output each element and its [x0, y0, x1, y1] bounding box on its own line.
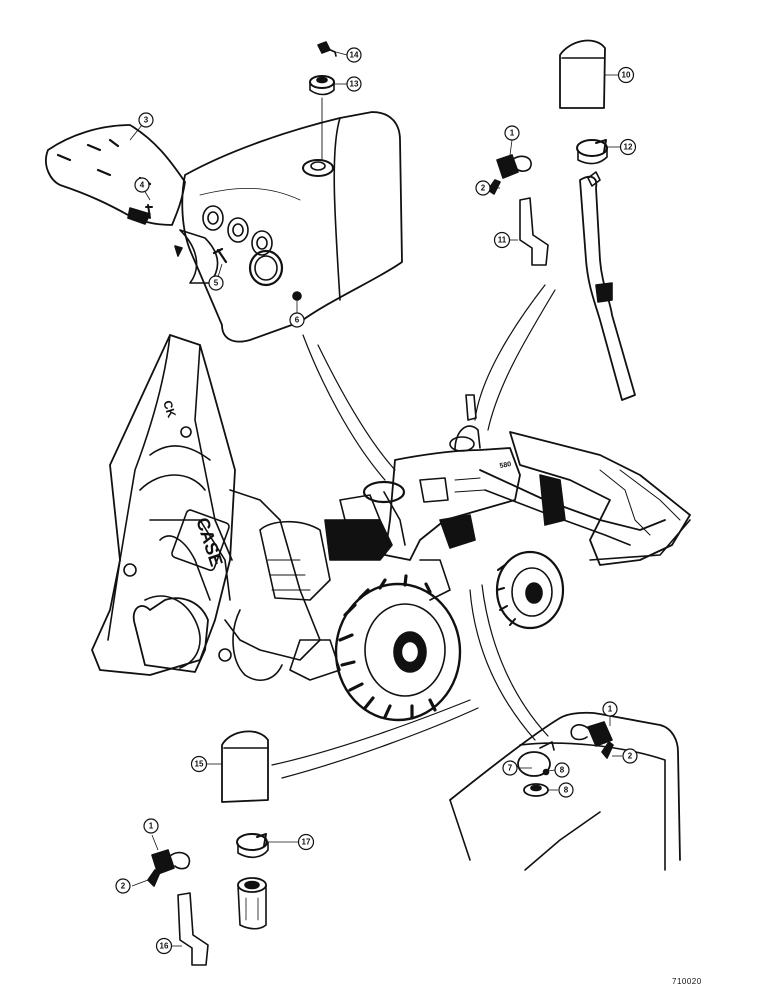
callout-8-upper: 8: [554, 762, 570, 778]
callout-1-lower-left: 1: [143, 818, 159, 834]
fuel-tank-top: [174, 111, 403, 343]
callout-17: 17: [297, 833, 315, 851]
callout-11: 11: [493, 231, 511, 249]
svg-text:6: 6: [295, 316, 300, 325]
svg-text:8: 8: [564, 786, 569, 795]
callout-7: 7: [502, 760, 518, 776]
svg-text:11: 11: [498, 236, 507, 245]
guide-line-lower-left: [271, 699, 479, 779]
callout-6: 6: [289, 312, 305, 328]
battery-cover-lower: [221, 730, 269, 803]
leader-8-upper: [547, 769, 556, 772]
svg-text:13: 13: [350, 80, 359, 89]
svg-text:16: 16: [160, 942, 169, 951]
svg-text:2: 2: [628, 752, 633, 761]
callout-15: 15: [190, 755, 208, 773]
callout-5: 5: [208, 275, 224, 291]
svg-text:15: 15: [195, 760, 204, 769]
callout-1-lower-right: 1: [602, 701, 618, 717]
boom-decal: CK: [160, 399, 179, 420]
callout-2-lower-right: 2: [622, 748, 638, 764]
svg-text:17: 17: [302, 838, 311, 847]
svg-text:12: 12: [624, 143, 633, 152]
guide-line-lower-right: [469, 584, 549, 741]
gas-cap-key: [317, 41, 337, 57]
filler-neck: [302, 159, 334, 177]
callout-13: 13: [346, 76, 362, 92]
svg-text:2: 2: [121, 882, 126, 891]
callout-4: 4: [134, 177, 150, 193]
cowl-decal: 580: [499, 461, 512, 470]
callout-3: 3: [138, 112, 154, 128]
panel-screw: [212, 247, 228, 264]
callout-8-lower: 8: [558, 782, 574, 798]
svg-text:8: 8: [560, 766, 565, 775]
hasp-bracket-upper: [519, 197, 549, 266]
battery-cap-cover: [559, 39, 606, 109]
svg-text:10: 10: [622, 71, 631, 80]
padlock-upper: [487, 154, 532, 195]
guide-line-upper-left: [302, 334, 396, 481]
svg-text:1: 1: [510, 129, 515, 138]
fuel-filler-tube: [579, 171, 636, 401]
filler-strainer: [237, 877, 267, 930]
callout-2-top: 2: [475, 180, 491, 196]
callout-12: 12: [619, 138, 637, 156]
leader-5: [217, 263, 223, 278]
callout-2-lower-left: 2: [115, 878, 131, 894]
gas-cap: [309, 75, 335, 96]
leader-3: [129, 124, 143, 141]
figure-reference-number: 710020: [672, 977, 702, 986]
leader-1-top: [509, 139, 513, 156]
callout-10: 10: [617, 66, 635, 84]
decal-screw: [145, 204, 153, 219]
cap-adapter-lower: [523, 783, 549, 797]
callout-14: 14: [346, 47, 362, 63]
backhoe-loader: [91, 334, 691, 722]
svg-text:3: 3: [144, 116, 149, 125]
padlock-lower-left: [147, 849, 191, 887]
brand-decal: CASE: [192, 515, 226, 569]
leader-2-lower-left: [131, 879, 149, 887]
svg-text:1: 1: [149, 822, 154, 831]
fuel-cap-lower: [517, 741, 555, 777]
hose-clamp: [576, 139, 608, 165]
svg-text:14: 14: [350, 51, 359, 60]
hasp-bracket-lower: [177, 892, 209, 966]
gauge-cluster: [202, 205, 284, 287]
svg-text:4: 4: [140, 181, 145, 190]
instrument-decal: [45, 124, 186, 226]
leader-1-lower-left: [151, 834, 159, 851]
padlock-lower-right: [570, 721, 614, 759]
svg-text:2: 2: [481, 184, 486, 193]
hose-clamp-lower: [236, 833, 269, 859]
callout-16: 16: [155, 937, 173, 955]
svg-text:5: 5: [214, 279, 219, 288]
callout-1-top: 1: [504, 125, 520, 141]
svg-text:7: 7: [508, 764, 513, 773]
leader-14: [331, 50, 348, 56]
svg-text:1: 1: [608, 705, 613, 714]
guide-line-upper-right: [474, 284, 556, 431]
